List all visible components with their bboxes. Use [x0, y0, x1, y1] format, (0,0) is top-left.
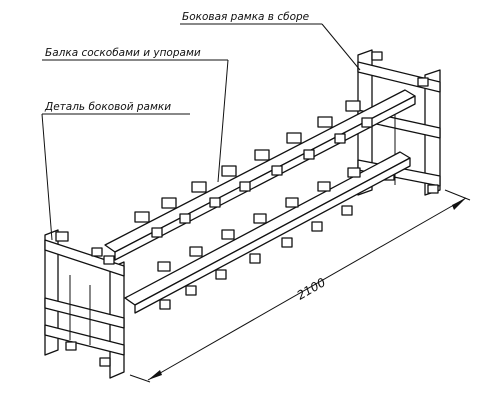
label-text: Балка соскобами и упорами: [45, 47, 201, 59]
lower-beam-brackets: [157, 167, 361, 310]
near-side-frame: [44, 229, 125, 379]
bracket: [254, 149, 283, 176]
bracket: [215, 229, 235, 280]
bracket: [191, 181, 221, 208]
label-side-frame-part: Деталь боковой рамки: [41, 101, 190, 241]
label-text: Деталь боковой рамки: [44, 101, 171, 113]
label-beam-with-brackets: Балка соскобами и упорами: [42, 47, 229, 183]
label-side-frame-assembled: Боковая рамка в сборе: [180, 11, 361, 71]
lower-beam: [124, 151, 411, 314]
bracket: [281, 197, 299, 248]
bracket: [249, 213, 267, 264]
label-text: Боковая рамка в сборе: [182, 11, 309, 23]
bracket: [134, 211, 163, 238]
bracket: [317, 116, 346, 144]
bracket: [157, 261, 171, 310]
bracket: [345, 100, 373, 128]
dimension-value: 2100: [295, 275, 329, 303]
bracket: [286, 132, 315, 160]
upper-beam-brackets: [134, 100, 373, 238]
bracket: [341, 167, 361, 216]
bracket: [221, 165, 251, 192]
bracket: [185, 246, 203, 296]
bracket: [311, 181, 331, 232]
bracket: [161, 197, 191, 224]
